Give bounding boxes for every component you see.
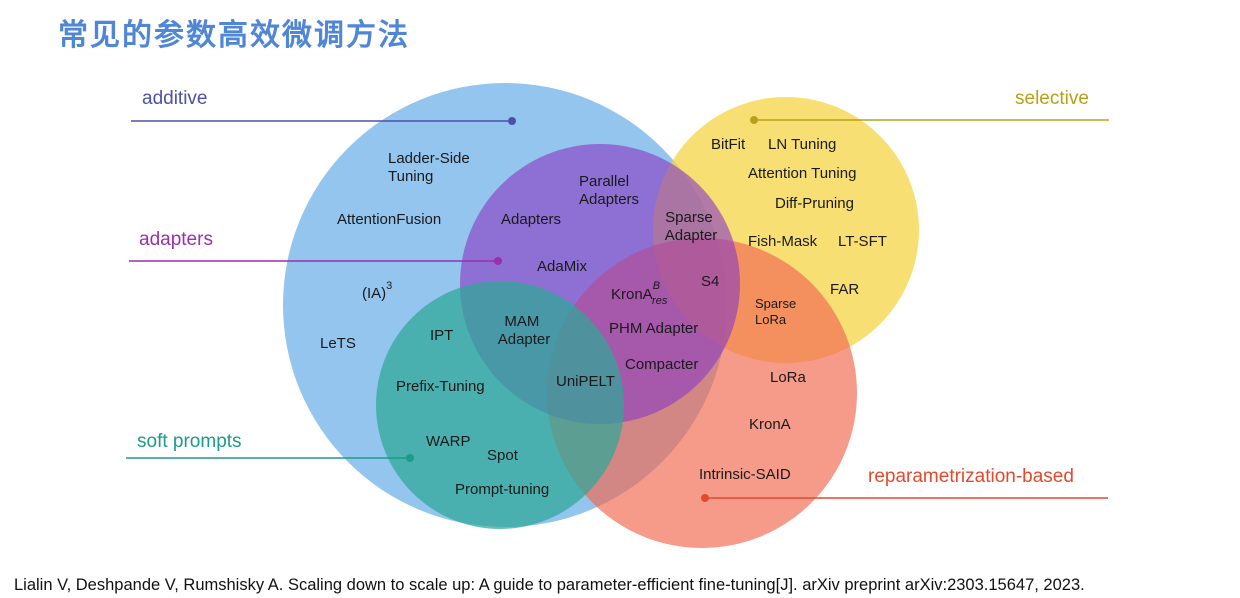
method-ipt: IPT: [430, 327, 453, 344]
method-attention-fusion: AttentionFusion: [337, 211, 441, 228]
method-unipelt: UniPELT: [556, 373, 615, 390]
method-s4: S4: [701, 273, 719, 290]
method-prompt-tuning: Prompt-tuning: [455, 481, 549, 498]
soft-prompts-dot: [406, 454, 414, 462]
method-krona: KronA: [749, 416, 791, 433]
adapters-dot: [494, 257, 502, 265]
page-title: 常见的参数高效微调方法: [58, 18, 410, 53]
soft-prompts-circle: [376, 281, 624, 529]
venn-diagram: additive adapters soft prompts selective…: [126, 83, 1109, 548]
method-diff-pruning: Diff-Pruning: [775, 195, 854, 212]
method-adapters: Adapters: [501, 211, 561, 228]
method-lets: LeTS: [320, 335, 356, 352]
method-lora: LoRa: [770, 369, 807, 386]
additive-label: additive: [142, 88, 208, 109]
method-parallel-adapters: Parallel Adapters: [579, 173, 639, 208]
method-adamix: AdaMix: [537, 258, 588, 275]
method-spot: Spot: [487, 447, 519, 464]
method-attention-tuning: Attention Tuning: [748, 165, 856, 182]
reparametrization-label: reparametrization-based: [868, 466, 1074, 487]
method-fish-mask: Fish-Mask: [748, 233, 818, 250]
method-phm-adapter: PHM Adapter: [609, 320, 698, 337]
method-warp: WARP: [426, 433, 470, 450]
method-compacter: Compacter: [625, 356, 698, 373]
adapters-label: adapters: [139, 229, 213, 250]
citation: Lialin V, Deshpande V, Rumshisky A. Scal…: [14, 576, 1085, 594]
method-prefix-tuning: Prefix-Tuning: [396, 378, 485, 395]
method-far: FAR: [830, 281, 859, 298]
method-lt-sft: LT-SFT: [838, 233, 887, 250]
method-ladder-side-tuning: Ladder-Side Tuning: [388, 150, 474, 185]
method-ln-tuning: LN Tuning: [768, 136, 836, 153]
additive-dot: [508, 117, 516, 125]
selective-label: selective: [1015, 88, 1089, 109]
method-ia3: (IA)3: [362, 280, 392, 302]
method-intrinsic-said: Intrinsic-SAID: [699, 466, 791, 483]
method-mam-adapter: MAM Adapter: [498, 313, 551, 348]
selective-dot: [750, 116, 758, 124]
method-sparse-lora: Sparse LoRa: [755, 296, 800, 327]
method-bitfit: BitFit: [711, 136, 746, 153]
reparametrization-dot: [701, 494, 709, 502]
soft-prompts-label: soft prompts: [137, 431, 242, 452]
method-sparse-adapter: Sparse Adapter: [665, 209, 718, 244]
